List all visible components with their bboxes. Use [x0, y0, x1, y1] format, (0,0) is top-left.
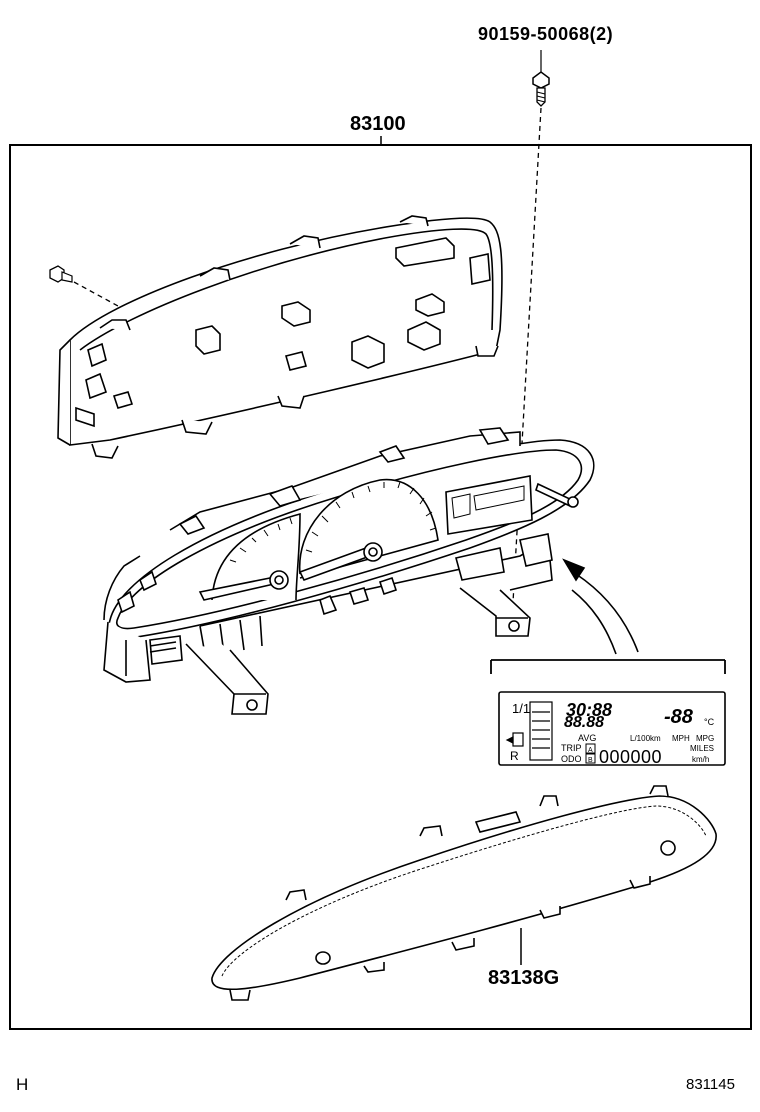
- corner-code-left: H: [16, 1075, 29, 1094]
- illustration-number: 831145: [686, 1076, 735, 1093]
- lcd-clock-lower: 88.88: [564, 714, 604, 731]
- lcd-avg: AVG: [578, 733, 596, 743]
- lcd-kmh: km/h: [692, 755, 709, 764]
- lcd-detail-box: [498, 691, 726, 766]
- lcd-odometer: 000000: [599, 747, 662, 767]
- bolt-part-number: 90159-50068(2): [478, 24, 614, 44]
- lcd-box-b-label: B: [588, 757, 593, 764]
- lcd-odo: ODO: [561, 754, 582, 764]
- lens-part-number: 83138G: [488, 967, 560, 989]
- screw-icon: [49, 265, 73, 283]
- lcd-fraction: 1/1: [512, 701, 530, 716]
- fuel-bar-gauge: [529, 701, 553, 761]
- lcd-box-a: [585, 743, 596, 754]
- detail-bracket: [490, 659, 726, 674]
- lcd-box-a-label: A: [588, 747, 593, 754]
- lcd-temp: -88: [664, 706, 694, 728]
- lcd-box-b: [585, 753, 596, 764]
- detail-arrow: [562, 558, 639, 655]
- lcd-units-mph: MPH: [672, 734, 690, 743]
- lcd-miles: MILES: [690, 744, 714, 753]
- meter-lens: [211, 785, 717, 1001]
- lcd-trip: TRIP: [561, 743, 582, 753]
- fuel-pump-icon: [505, 732, 524, 747]
- screw-dashed-leader: [73, 281, 119, 307]
- meter-assembly: [103, 427, 595, 715]
- bolt-icon: [532, 50, 550, 107]
- lcd-gear: R: [510, 749, 519, 763]
- lcd-units-mpg: MPG: [696, 734, 714, 743]
- lcd-temp-unit: °C: [704, 717, 715, 727]
- lcd-clock: 30:88: [566, 700, 612, 720]
- assembly-part-number: 83100: [350, 113, 406, 135]
- bolt-dashed-leader: [511, 107, 542, 621]
- lcd-units-left: L/100km: [630, 734, 661, 743]
- rear-case: [57, 215, 503, 459]
